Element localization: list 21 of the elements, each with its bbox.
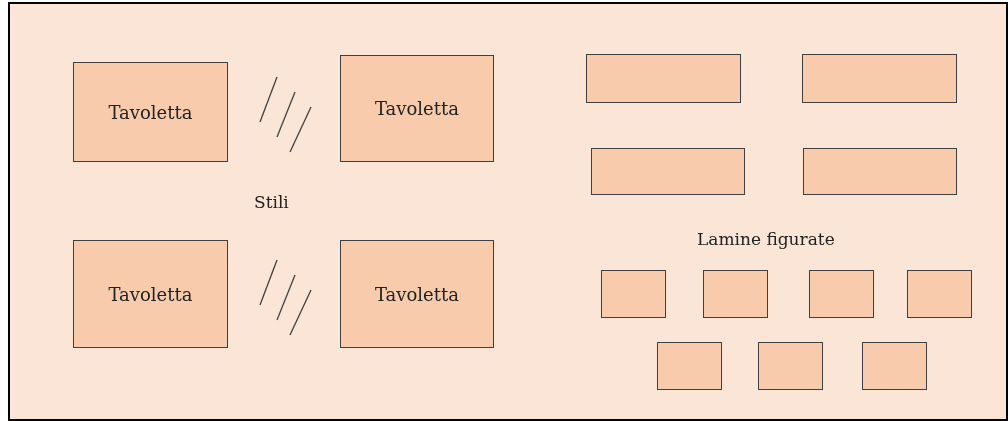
plate-box (601, 270, 666, 318)
plate-box (862, 342, 927, 390)
box-label: Tavoletta (375, 283, 459, 305)
group-label: Stili (254, 192, 289, 212)
box-label: Tavoletta (108, 101, 193, 123)
plate-box (586, 54, 741, 103)
plate-box (758, 342, 823, 390)
plate-box (809, 270, 874, 318)
plate-box (591, 148, 745, 195)
plate-box (803, 148, 957, 195)
plate-box (657, 342, 722, 390)
tablet-box (340, 55, 494, 162)
box-label: Tavoletta (108, 283, 193, 305)
box-label: Tavoletta (375, 98, 459, 119)
plate-box (802, 54, 957, 103)
plate-box (907, 270, 972, 318)
group-label: Lamine figurate (697, 229, 835, 249)
plate-box (703, 270, 768, 318)
tablet-box (73, 62, 228, 162)
tablet-box (340, 240, 494, 348)
tablet-box (73, 240, 228, 348)
